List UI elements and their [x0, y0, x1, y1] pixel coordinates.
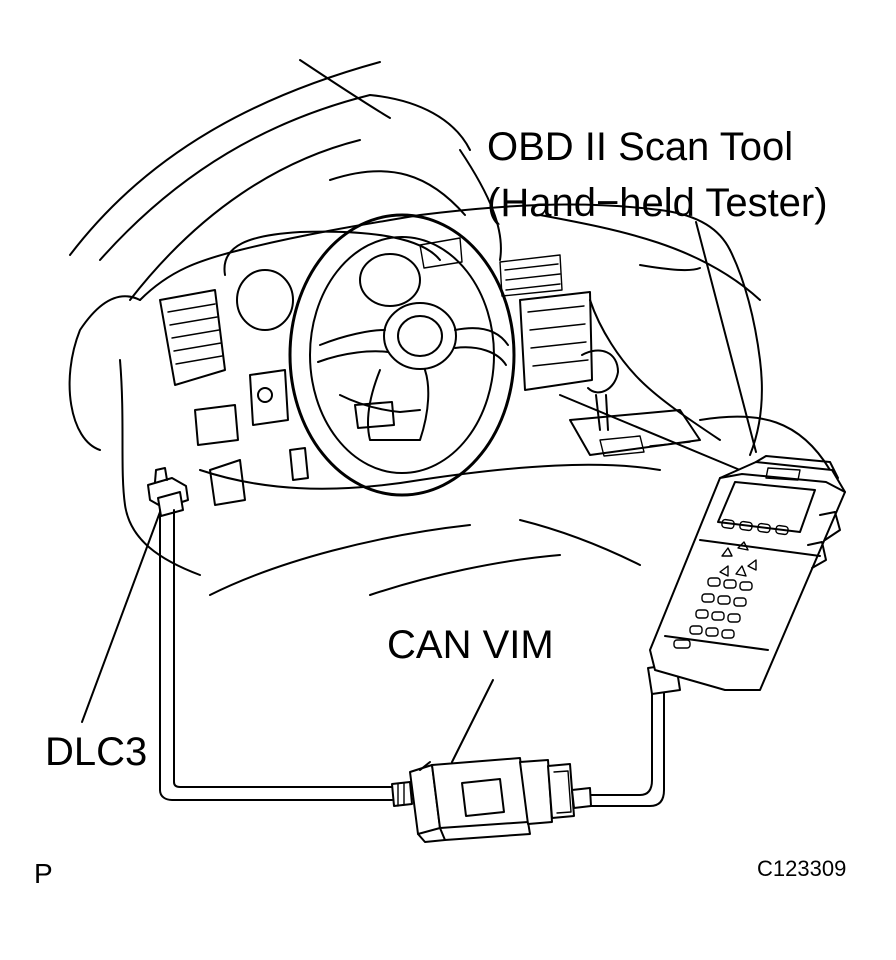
steering-wheel	[288, 213, 516, 497]
figure-code: C123309	[757, 856, 847, 881]
scan-tool-label-line1: OBD II Scan Tool	[487, 125, 794, 169]
car-interior	[68, 59, 831, 596]
cable-vim-to-tester	[590, 663, 681, 807]
can-vim-device	[409, 757, 592, 843]
dlc3-label: DLC3	[45, 730, 148, 774]
cable-dlc3-to-vim	[159, 509, 413, 807]
dlc3-connector	[147, 467, 189, 517]
can-vim-label: CAN VIM	[387, 623, 554, 667]
leader-lines	[81, 221, 757, 763]
scan-tool-device	[649, 455, 846, 691]
corner-letter: P	[34, 858, 53, 889]
scan-tool-keypad	[673, 577, 753, 649]
scan-tool-label-line2: (Hand−held Tester)	[487, 181, 828, 225]
